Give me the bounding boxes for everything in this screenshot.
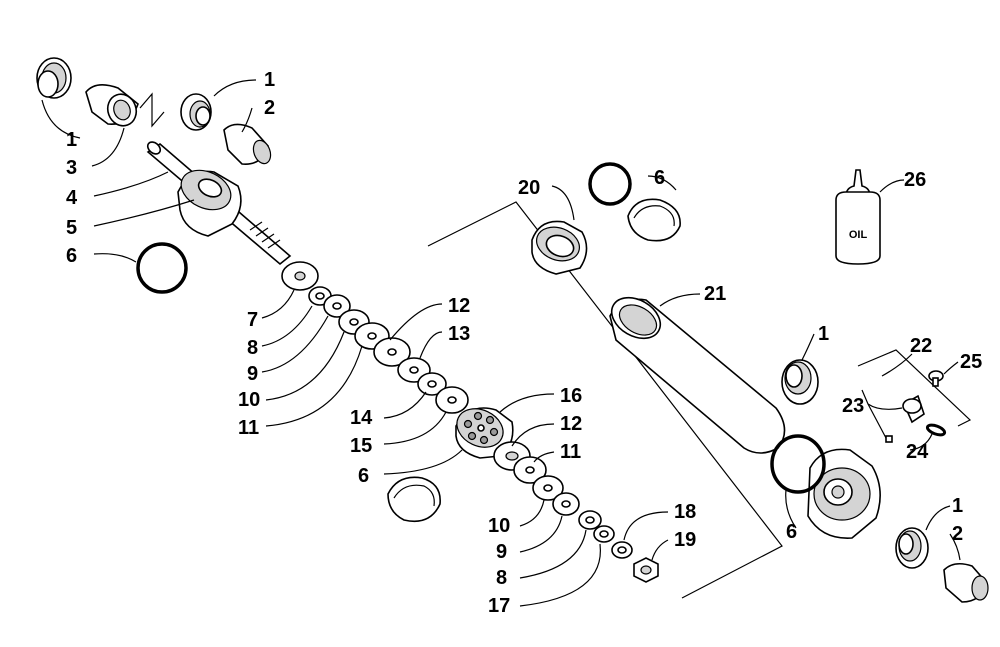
callout-24: 24	[906, 441, 929, 463]
callout-4: 4	[66, 187, 78, 209]
callout-14: 14	[350, 407, 373, 429]
piston	[455, 407, 514, 459]
oil-bottle: OIL	[835, 169, 881, 265]
callout-17: 17	[488, 595, 510, 617]
callout-25: 25	[960, 351, 982, 373]
bushing-right	[781, 359, 819, 405]
callout-23: 23	[842, 395, 864, 417]
callout-6: 6	[654, 167, 665, 189]
callout-3: 3	[66, 157, 77, 179]
callout-12: 12	[560, 413, 582, 435]
valve-o-ring	[925, 423, 947, 437]
callout-16: 16	[560, 385, 582, 407]
shaft-assembly	[146, 141, 292, 266]
callout-1: 1	[818, 323, 829, 345]
callout-11: 11	[560, 441, 581, 463]
valve-screw	[928, 370, 944, 387]
callout-12: 12	[448, 295, 470, 317]
callout-8: 8	[247, 337, 258, 359]
sleeve-lower-right	[943, 562, 989, 603]
callout-9: 9	[247, 363, 258, 385]
callout-22: 22	[910, 335, 932, 357]
valve-body	[885, 394, 925, 443]
nut	[633, 557, 659, 583]
callout-21: 21	[704, 283, 726, 305]
callout-2: 2	[952, 523, 963, 545]
callout-13: 13	[448, 323, 470, 345]
cylinder-body	[609, 296, 786, 454]
callout-6: 6	[786, 521, 797, 543]
bushing-top-left	[36, 57, 72, 99]
leader-zigzag	[139, 92, 165, 128]
o-ring-right	[770, 434, 826, 494]
callout-5: 5	[66, 217, 77, 239]
body-frame	[427, 201, 783, 599]
callout-11: 11	[238, 417, 259, 439]
band-top	[627, 198, 681, 242]
oil-bottle-label: OIL	[849, 229, 868, 241]
callout-10: 10	[488, 515, 510, 537]
leader-lines	[41, 79, 961, 607]
callout-labels: 1 2 1 3 4 5 6 7 8 9 10 11 12 13 14 15 6 …	[66, 69, 982, 617]
callout-7: 7	[247, 309, 258, 331]
bushing-lower-right	[895, 527, 929, 569]
sleeve-top-left	[85, 84, 139, 127]
callout-1: 1	[66, 129, 77, 151]
callout-20: 20	[518, 177, 540, 199]
callout-10: 10	[238, 389, 260, 411]
piston-ring	[387, 476, 441, 523]
washer-stack-lower	[493, 441, 633, 559]
callout-6: 6	[358, 465, 369, 487]
callout-8: 8	[496, 567, 507, 589]
callout-1: 1	[264, 69, 275, 91]
callout-19: 19	[674, 529, 696, 551]
callout-2: 2	[264, 97, 275, 119]
callout-6: 6	[66, 245, 77, 267]
o-ring-top	[588, 162, 632, 206]
callout-18: 18	[674, 501, 696, 523]
callout-9: 9	[496, 541, 507, 563]
lower-body-end	[807, 448, 881, 539]
callout-1: 1	[952, 495, 963, 517]
sleeve-top-mid	[223, 123, 272, 165]
body-cap	[531, 220, 588, 275]
callout-26: 26	[904, 169, 926, 191]
o-ring-left	[136, 242, 188, 294]
callout-15: 15	[350, 435, 372, 457]
washer-stack-upper	[281, 261, 469, 414]
bushing-top-mid	[180, 93, 212, 131]
